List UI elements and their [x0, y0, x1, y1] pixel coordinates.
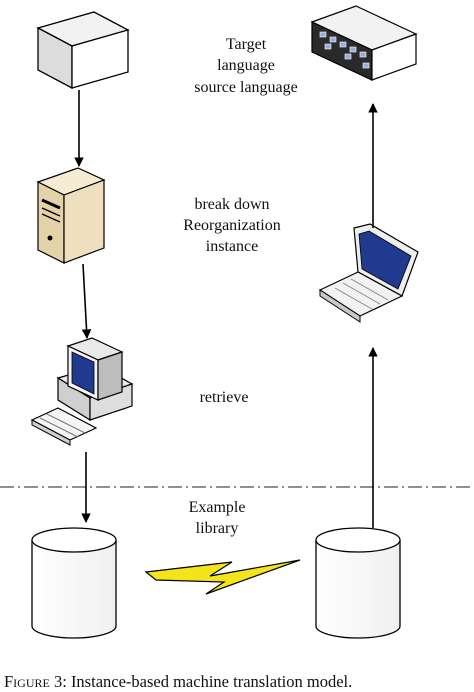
arrow-tower-to-desktop [81, 263, 92, 339]
source-language-label: source language [194, 79, 298, 96]
network-switch-icon [310, 5, 418, 81]
example-line: Example [188, 499, 246, 516]
break-down-line: break down [194, 196, 270, 213]
example-library-label: Example library [170, 497, 264, 539]
lightning-link-icon [144, 559, 301, 595]
laptop-icon [318, 223, 419, 323]
server-box-icon [36, 11, 130, 90]
break-down-label: break down Reorganization instance [166, 194, 298, 257]
tower-server-icon [36, 167, 106, 264]
figure-caption: Figure 3: Instance-based machine transla… [4, 672, 352, 692]
caption-text: Instance-based machine translation model… [70, 672, 353, 691]
target-label-line1: Target [225, 36, 267, 53]
library-line: library [195, 520, 239, 537]
target-label-line2: language [217, 57, 275, 74]
desktop-computer-icon [56, 337, 134, 422]
instance-line: instance [205, 238, 259, 255]
reorganization-line: Reorganization [183, 217, 281, 234]
keyboard-icon [30, 407, 98, 446]
retrieve-label: retrieve [199, 389, 249, 406]
figure-number: Figure 3: [4, 672, 67, 691]
database-cylinder-icon [315, 527, 401, 639]
database-cylinder-icon [31, 527, 117, 639]
target-language-label: Target language [196, 34, 296, 76]
